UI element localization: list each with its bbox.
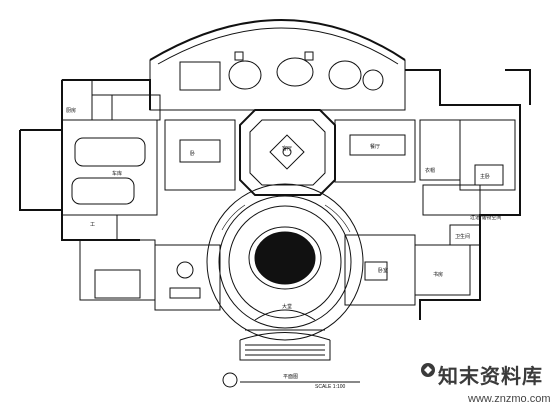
plan-footer: 平面图 SCALE 1:100 bbox=[222, 372, 360, 390]
entrance-steps bbox=[239, 309, 331, 361]
octagon-living: 客厅 bbox=[239, 109, 336, 196]
car-2 bbox=[71, 177, 135, 205]
plan-scale: SCALE 1:100 bbox=[315, 384, 346, 390]
label-small-1: 厨房 bbox=[66, 107, 76, 114]
label-garage: 车库 bbox=[112, 170, 122, 177]
label-room-f: 衣帽 bbox=[425, 167, 435, 174]
label-room-b: 餐厅 bbox=[370, 143, 380, 150]
label-room-d: 卧室 bbox=[378, 267, 388, 274]
label-room-e: 主卧 bbox=[480, 173, 490, 180]
label-study: 书房 bbox=[433, 271, 443, 278]
garage: 车库 bbox=[61, 119, 158, 216]
top-arched-salon bbox=[149, 19, 406, 111]
label-hall: 大堂 bbox=[282, 303, 292, 310]
label-room-a: 卧 bbox=[190, 150, 195, 157]
left-lower-rooms: 工 bbox=[61, 214, 221, 311]
left-wing-rooms: 厨房 bbox=[61, 79, 161, 121]
rotunda-hall: 大堂 bbox=[206, 183, 364, 341]
center-dining: 卧 bbox=[164, 119, 236, 191]
piano bbox=[179, 61, 221, 91]
label-side: 过道/储物空间 bbox=[470, 214, 501, 221]
right-lower-rooms: 卧室 书房 卫生间 bbox=[344, 224, 481, 306]
brand-logo-icon bbox=[421, 363, 435, 377]
watermark-url: www.znzmo.com bbox=[468, 393, 551, 405]
car-1 bbox=[74, 137, 146, 167]
label-room-c: 客厅 bbox=[282, 145, 292, 152]
label-toilet: 卫生间 bbox=[455, 233, 470, 240]
label-small-2: 工 bbox=[90, 222, 95, 228]
watermark-brand: 知末资料库 bbox=[438, 364, 543, 388]
plan-title: 平面图 bbox=[283, 374, 298, 380]
right-wing-rooms: 衣帽 主卧 过道/储物空间 bbox=[419, 119, 516, 221]
dining-room: 餐厅 bbox=[334, 119, 416, 183]
